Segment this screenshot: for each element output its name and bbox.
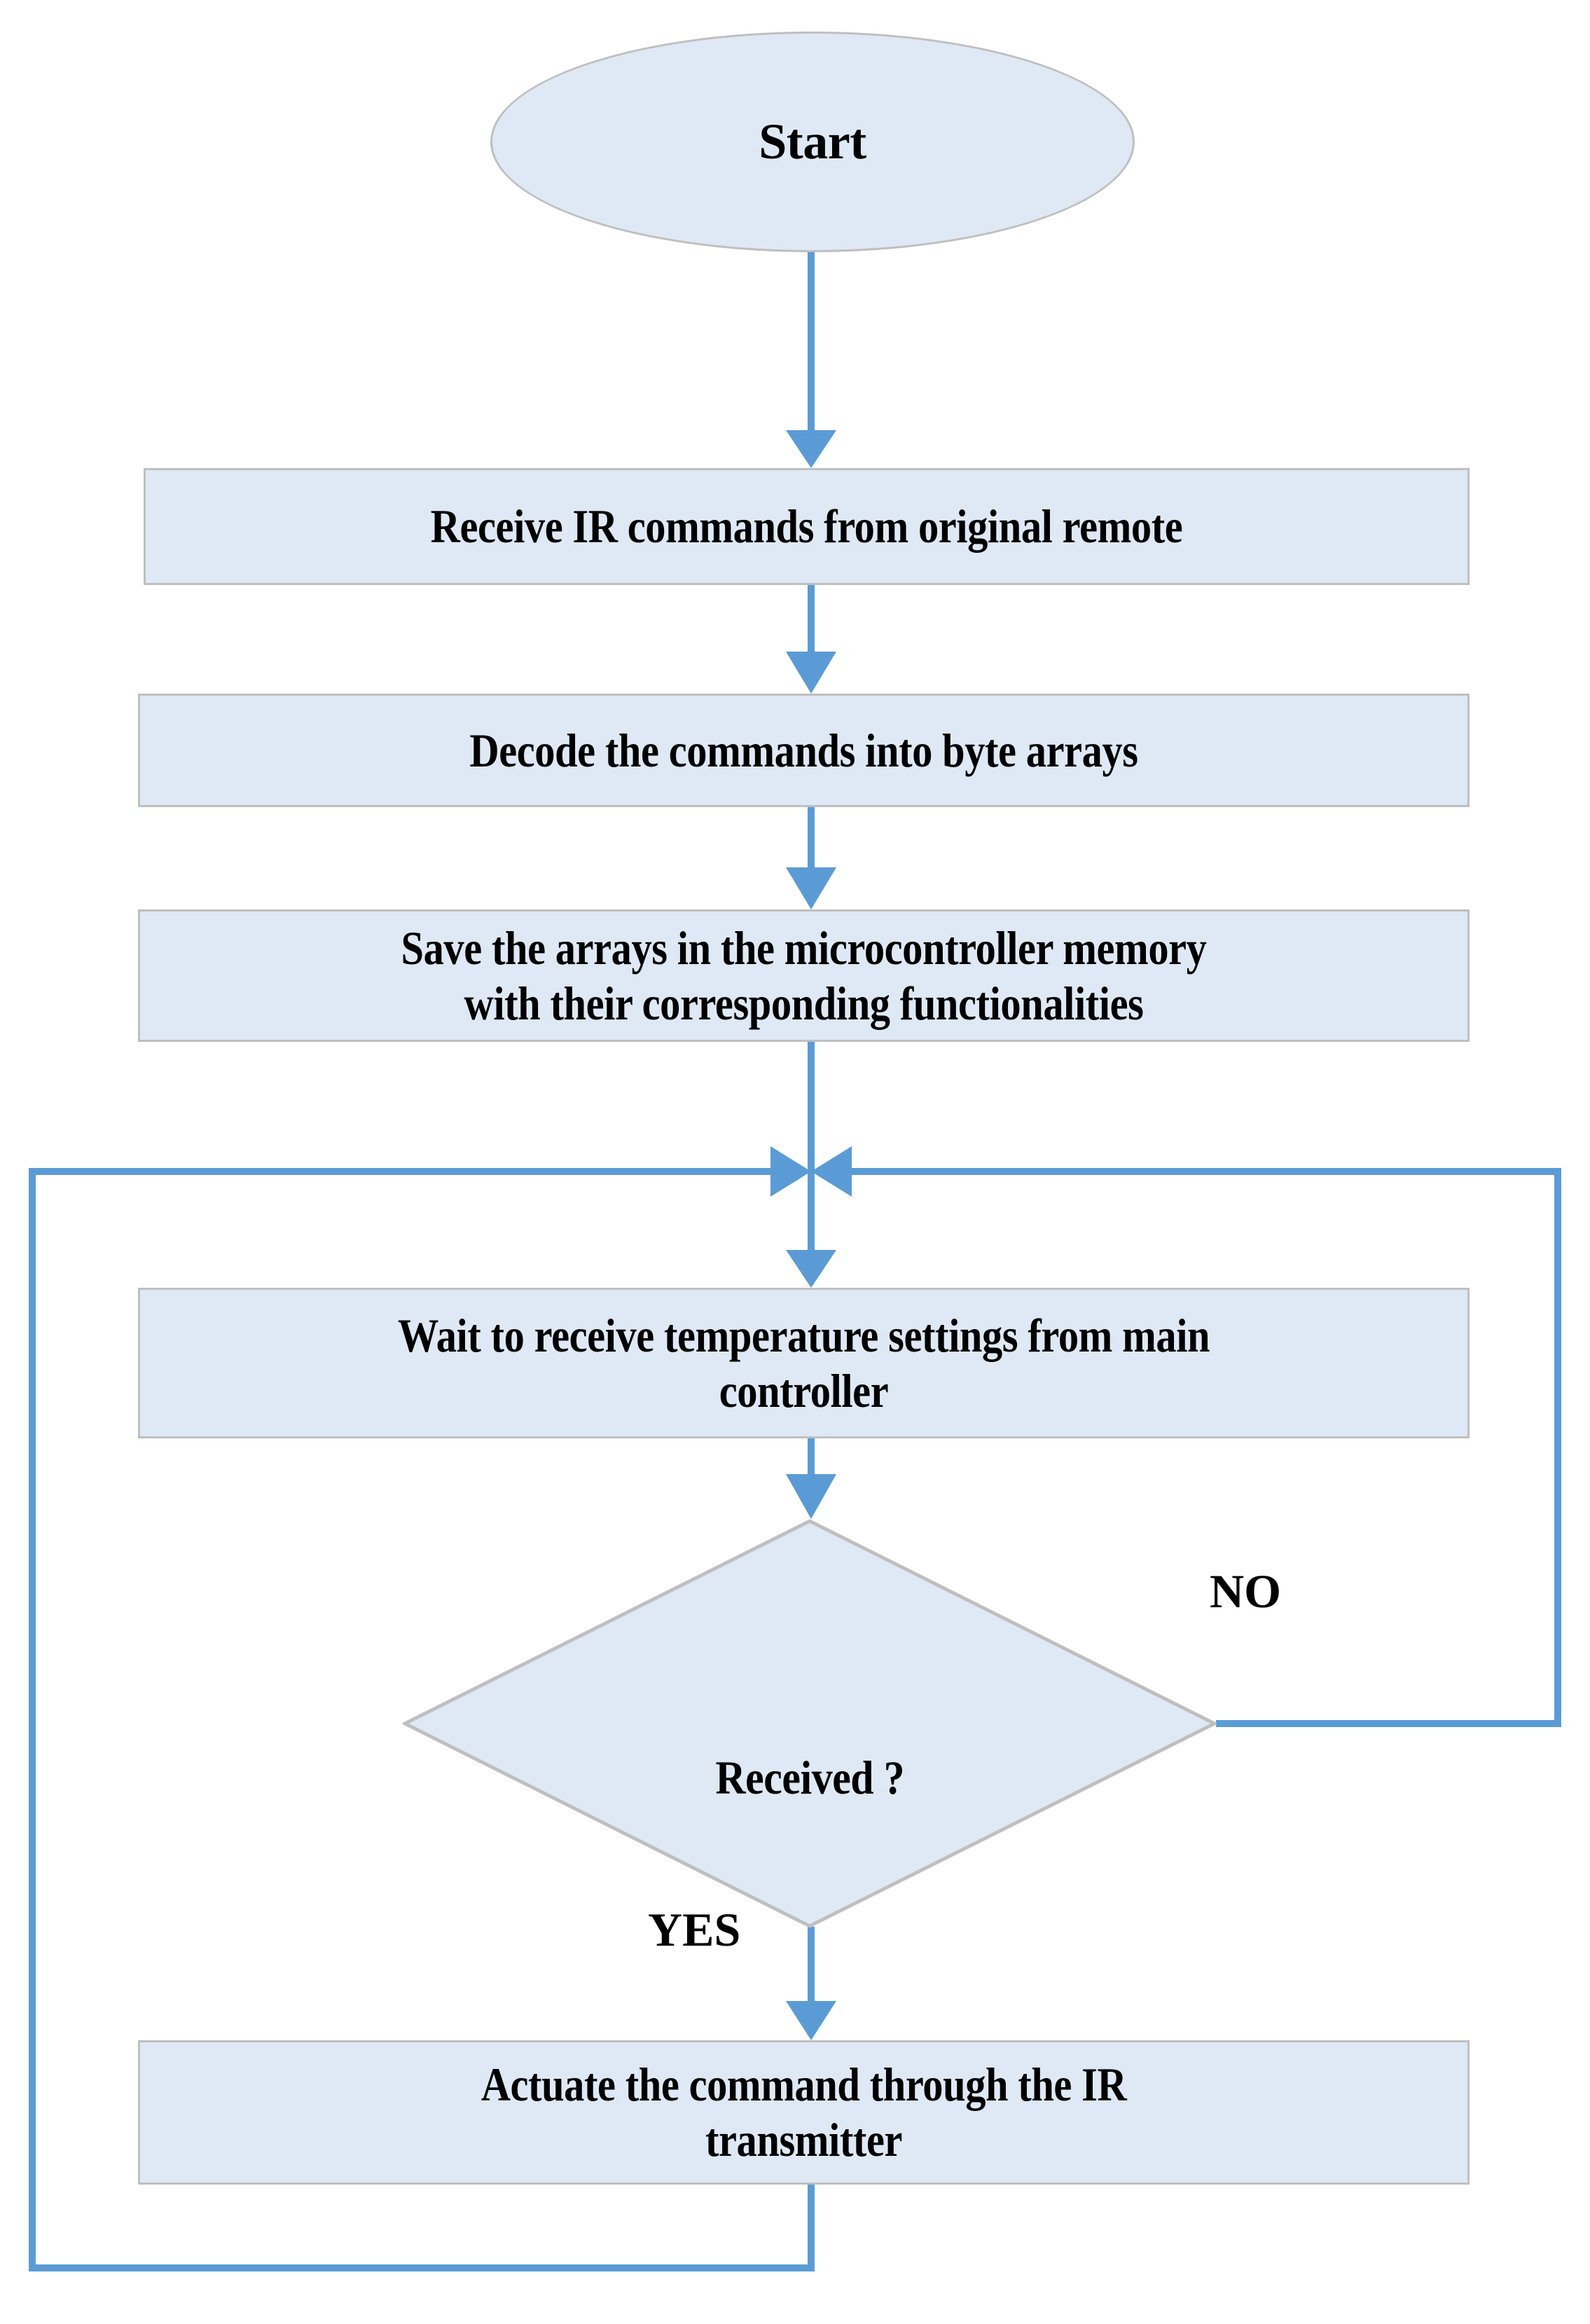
node-actuate-command-line1: Actuate the command through the IR (481, 2058, 1127, 2112)
node-start-label: Start (759, 113, 866, 170)
node-wait-temperature-settings-line1: Wait to receive temperature settings fro… (397, 1308, 1210, 1362)
diamond-shape (403, 1519, 1217, 1928)
node-save-arrays[interactable]: Save the arrays in the microcontroller m… (138, 909, 1470, 1042)
node-receive-ir-commands[interactable]: Receive IR commands from original remote (144, 468, 1470, 585)
node-wait-temperature-settings-line2: controller (719, 1363, 889, 1417)
node-actuate-command-line2: transmitter (705, 2113, 903, 2166)
edge-start-to-receive (786, 251, 836, 468)
edge-merge-to-wait (786, 1171, 836, 1288)
edge-wait-to-decision (786, 1438, 836, 1519)
node-wait-temperature-settings[interactable]: Wait to receive temperature settings fro… (138, 1288, 1470, 1438)
edge-receive-to-decode (786, 585, 836, 694)
edge-decode-to-save (786, 807, 836, 909)
node-decode-commands-label: Decode the commands into byte arrays (469, 723, 1138, 777)
branch-label-yes: YES (648, 1903, 741, 1956)
node-received-decision[interactable]: Received ? (403, 1519, 1217, 1928)
node-decode-commands[interactable]: Decode the commands into byte arrays (138, 694, 1470, 807)
edge-yes-branch (786, 1927, 836, 2040)
node-receive-ir-commands-label: Receive IR commands from original remote (430, 500, 1183, 554)
node-actuate-command[interactable]: Actuate the command through the IR trans… (138, 2040, 1470, 2185)
node-start[interactable]: Start (490, 32, 1135, 252)
node-received-decision-label: Received ? (715, 1751, 904, 1804)
node-save-arrays-line2: with their corresponding functionalities (464, 976, 1144, 1030)
branch-label-no: NO (1210, 1565, 1281, 1618)
node-save-arrays-line1: Save the arrays in the microcontroller m… (401, 921, 1207, 975)
